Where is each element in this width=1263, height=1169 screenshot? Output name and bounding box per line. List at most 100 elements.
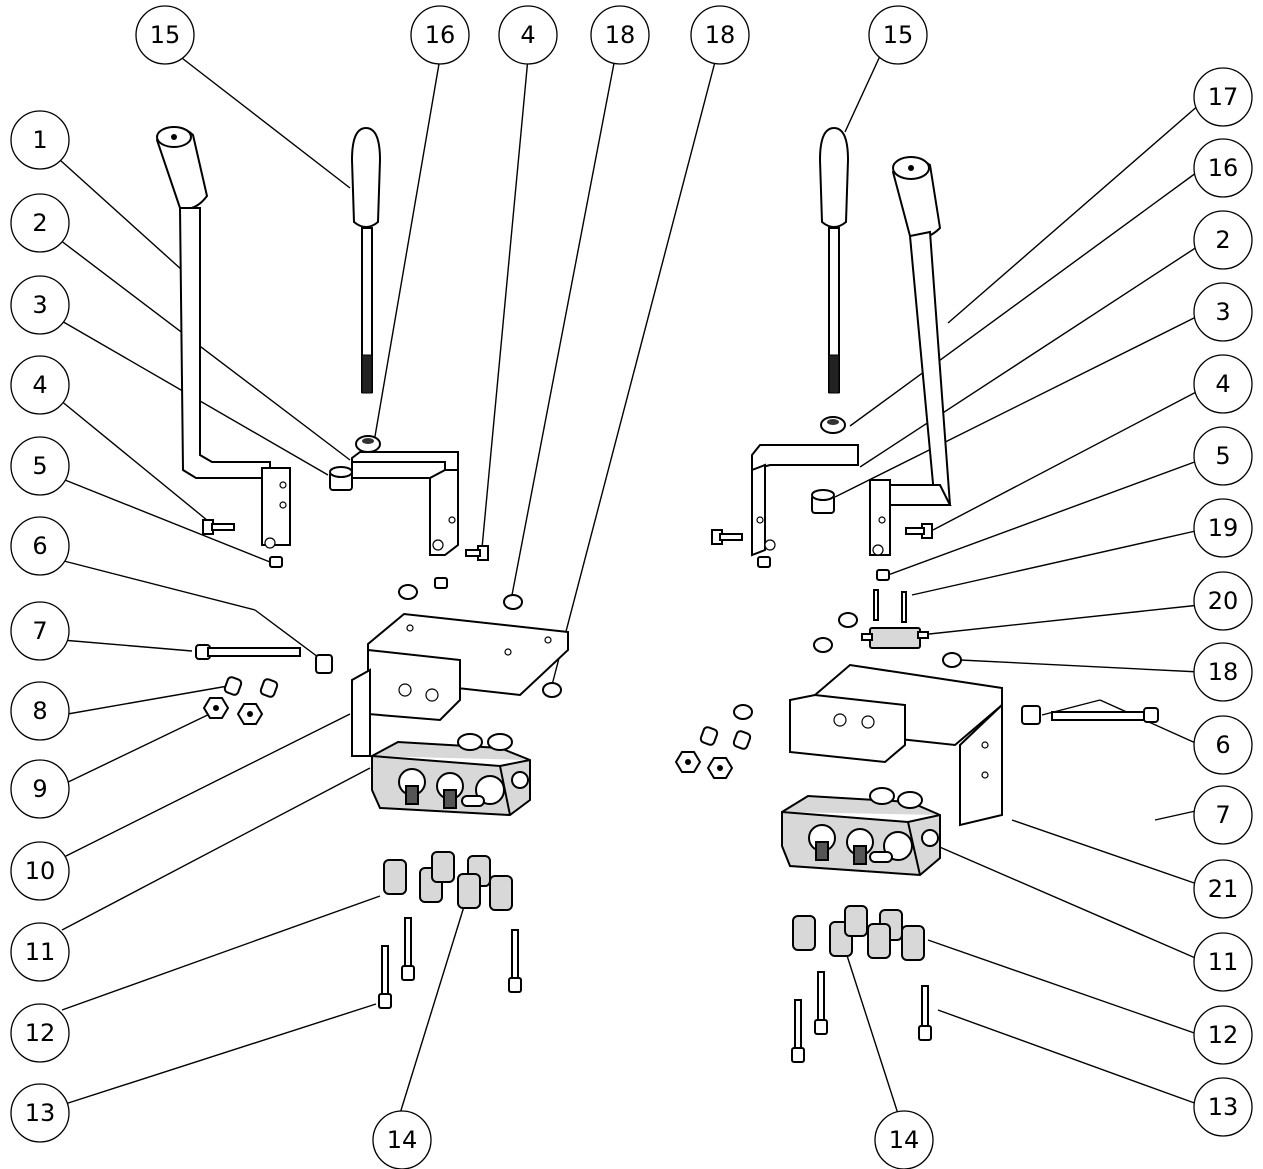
svg-text:11: 11 [1208,948,1239,976]
balloon-4-right: 4 [1193,354,1253,414]
svg-text:2: 2 [32,209,47,237]
knob-rod-left [350,126,382,394]
svg-text:18: 18 [705,21,736,49]
balloon-15-left: 15 [135,5,195,65]
balloon-19: 19 [1193,498,1253,558]
balloon-18-right: 18 [1193,642,1253,702]
fittings-8-9-left [202,676,279,725]
long-bolt-7-left [195,644,301,660]
svg-text:14: 14 [889,1126,920,1154]
spacer-5-left [269,556,448,589]
fittings-12-14-right [792,905,925,961]
svg-text:10: 10 [25,857,56,885]
balloon-5-left: 5 [10,436,70,496]
balloon-5-right: 5 [1193,426,1253,486]
balloon-4-left: 4 [10,355,70,415]
balloon-11-right: 11 [1193,932,1253,992]
svg-text:2: 2 [1215,226,1230,254]
svg-text:18: 18 [1208,658,1239,686]
balloon-2-left: 2 [10,193,70,253]
svg-text:5: 5 [1215,442,1230,470]
svg-text:21: 21 [1208,875,1239,903]
long-bolt-7-right [1051,707,1159,723]
fittings-12-14-left [383,851,513,911]
svg-text:15: 15 [150,21,181,49]
nut-16-left [355,435,381,453]
balloon-1: 1 [10,110,70,170]
svg-text:16: 16 [425,21,456,49]
svg-text:4: 4 [1215,370,1230,398]
svg-text:17: 17 [1208,83,1239,111]
balloon-9-left: 9 [10,759,70,819]
bolts-13-left [378,917,522,1009]
balloon-2-right: 2 [1193,210,1253,270]
svg-text:13: 13 [25,1099,56,1127]
balloon-20: 20 [1193,571,1253,631]
lever-handle-right [869,156,952,556]
bushing-3-right [811,489,835,514]
balloon-11-left: 11 [10,922,70,982]
svg-text:11: 11 [25,938,56,966]
balloon-12-right: 12 [1193,1005,1253,1065]
leader-lines [59,54,1201,1121]
svg-text:3: 3 [32,291,47,319]
svg-text:18: 18 [605,21,636,49]
bracket-2-right [751,444,859,557]
svg-text:15: 15 [883,21,914,49]
balloon-12-left: 12 [10,1003,70,1063]
lever-handle-left [155,126,291,549]
balloon-17: 17 [1193,67,1253,127]
balloon-16-left: 16 [410,5,470,65]
balloon-13-left: 13 [10,1083,70,1143]
balloon-8-left: 8 [10,681,70,741]
right-assembly [674,126,1159,1063]
pins-19-right [873,589,907,623]
balloon-10-left: 10 [10,841,70,901]
svg-text:14: 14 [387,1126,418,1154]
balloon-7-right: 7 [1193,785,1253,845]
balloon-14-left: 14 [372,1110,432,1169]
bushing-6-right [1021,705,1041,725]
svg-text:6: 6 [1215,731,1230,759]
bolts-4-right [711,523,933,545]
nuts-18-right [733,612,962,720]
balloon-3-right: 3 [1193,282,1253,342]
svg-text:7: 7 [1215,801,1230,829]
svg-text:12: 12 [25,1019,56,1047]
mounting-plate-10-left [351,612,569,757]
svg-text:4: 4 [520,21,535,49]
balloon-7-left: 7 [10,601,70,661]
balloon-16-right: 16 [1193,138,1253,198]
svg-text:4: 4 [32,371,47,399]
bushing-3-left [329,466,353,491]
bracket-2-left [351,451,459,556]
balloon-13-right: 13 [1193,1077,1253,1137]
balloons: 15 16 4 18 18 15 1 2 3 4 5 6 7 8 9 10 11… [10,5,1253,1169]
spacer-5-right [757,556,890,581]
balloon-15-right: 15 [868,5,928,65]
balloon-18-top-left: 18 [590,5,650,65]
balloon-21: 21 [1193,859,1253,919]
balloon-4-top: 4 [498,5,558,65]
svg-text:6: 6 [32,532,47,560]
svg-text:1: 1 [32,126,47,154]
svg-text:5: 5 [32,452,47,480]
fittings-8-9-right [674,726,752,779]
valve-body-11-left [371,733,531,817]
svg-text:16: 16 [1208,154,1239,182]
svg-text:20: 20 [1208,587,1239,615]
mounting-plate-21-right [789,663,1003,827]
bushing-6-left [315,654,333,674]
valve-body-11-right [781,787,941,877]
svg-text:12: 12 [1208,1021,1239,1049]
svg-text:3: 3 [1215,298,1230,326]
balloon-14-right: 14 [874,1110,934,1169]
svg-text:9: 9 [32,775,47,803]
svg-text:13: 13 [1208,1093,1239,1121]
switch-20-right [861,627,929,649]
balloon-6-left: 6 [10,516,70,576]
nut-16-right [820,416,846,434]
knob-rod-right [818,126,850,394]
